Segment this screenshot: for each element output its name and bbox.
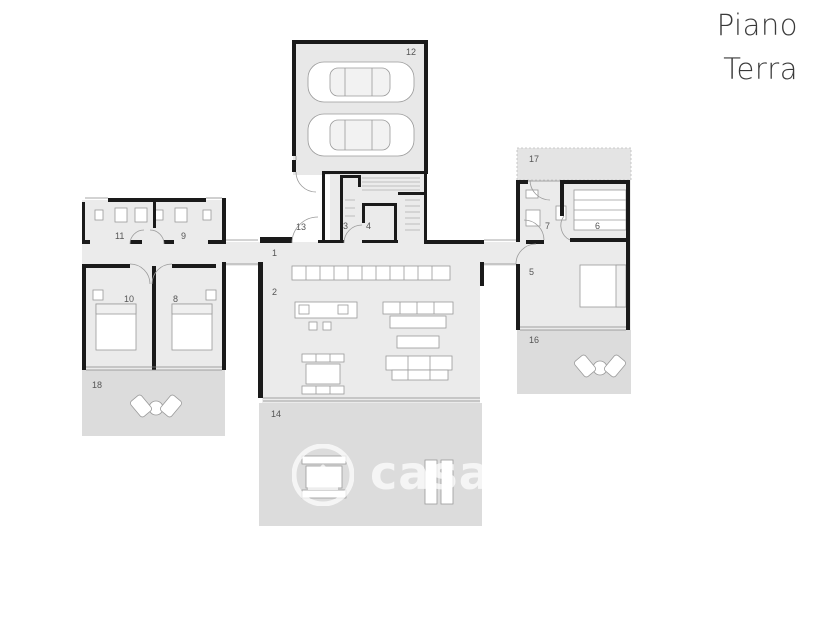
wall xyxy=(526,240,544,244)
wall xyxy=(318,240,344,243)
wardrobe xyxy=(573,189,627,231)
wall xyxy=(516,180,528,184)
wall xyxy=(362,203,365,223)
wall xyxy=(222,262,226,370)
table-icon xyxy=(301,455,347,499)
wall xyxy=(516,264,520,330)
room-label-11: 11 xyxy=(115,231,124,241)
wall xyxy=(108,198,206,202)
room-label-9: 9 xyxy=(181,231,186,241)
wall xyxy=(292,160,296,172)
room-label-10: 10 xyxy=(124,294,134,304)
wall xyxy=(172,264,216,268)
wall xyxy=(398,192,426,195)
bed-icon xyxy=(92,289,137,351)
wall xyxy=(560,180,630,184)
room-label-13: 13 xyxy=(296,222,306,232)
wall xyxy=(394,203,397,243)
lounger-icon xyxy=(130,394,182,418)
bed-icon xyxy=(579,264,627,308)
room-label-3: 3 xyxy=(343,221,348,231)
table-icon xyxy=(301,353,345,395)
stair-area xyxy=(330,175,425,243)
wall xyxy=(260,237,292,243)
wall xyxy=(340,175,360,178)
toilet-icon xyxy=(94,189,567,227)
wall xyxy=(480,262,484,286)
lounger-icon xyxy=(574,354,626,378)
wall xyxy=(424,240,484,244)
walls xyxy=(82,40,630,398)
room-label-14: 14 xyxy=(271,409,281,419)
room-label-5: 5 xyxy=(529,267,534,277)
wall xyxy=(340,175,343,243)
wall xyxy=(152,266,156,370)
car-icon xyxy=(307,113,415,157)
wall xyxy=(153,202,156,228)
wall xyxy=(258,262,263,398)
room-label-16: 16 xyxy=(529,335,539,345)
wall xyxy=(626,180,630,330)
room-label-17: 17 xyxy=(529,154,539,164)
wall xyxy=(424,172,427,243)
wall xyxy=(424,40,428,172)
sofa-icon xyxy=(385,335,453,381)
wall xyxy=(362,203,396,206)
room-label-18: 18 xyxy=(92,380,102,390)
bed-icon xyxy=(171,289,217,351)
wall xyxy=(516,180,520,242)
wall xyxy=(82,264,86,370)
room-label-8: 8 xyxy=(173,294,178,304)
car-icon xyxy=(307,61,415,103)
room-label-6: 6 xyxy=(595,221,600,231)
kitchen-counter xyxy=(291,265,451,281)
wall xyxy=(82,264,130,268)
room-label-4: 4 xyxy=(366,221,371,231)
wall xyxy=(130,240,142,244)
room-label-1: 1 xyxy=(272,248,277,258)
wall xyxy=(358,175,361,187)
wall xyxy=(560,180,564,216)
room-label-2: 2 xyxy=(272,287,277,297)
room-labels: 1 2 3 4 5 6 7 8 9 10 11 12 13 14 16 17 1… xyxy=(92,47,600,419)
kitchen-island xyxy=(294,301,358,331)
room-label-12: 12 xyxy=(406,47,416,57)
doors xyxy=(129,171,571,285)
furniture xyxy=(92,61,627,505)
sofa-icon xyxy=(382,301,454,329)
wall xyxy=(322,171,428,174)
plan-title-line-2: Terra xyxy=(723,52,798,86)
plan-title-line-1: Piano xyxy=(716,8,798,42)
wall xyxy=(362,240,398,243)
wall xyxy=(322,171,325,243)
room-label-7: 7 xyxy=(545,221,550,231)
wall xyxy=(208,240,226,244)
stairs xyxy=(345,177,420,231)
lounger-icon xyxy=(424,459,454,505)
wall xyxy=(222,198,226,244)
wall xyxy=(292,40,296,156)
wall xyxy=(82,202,85,242)
wall xyxy=(570,238,628,242)
wall xyxy=(164,240,174,244)
court-17 xyxy=(516,147,632,181)
wall xyxy=(292,40,428,44)
windows xyxy=(85,156,626,402)
wall xyxy=(82,240,90,244)
